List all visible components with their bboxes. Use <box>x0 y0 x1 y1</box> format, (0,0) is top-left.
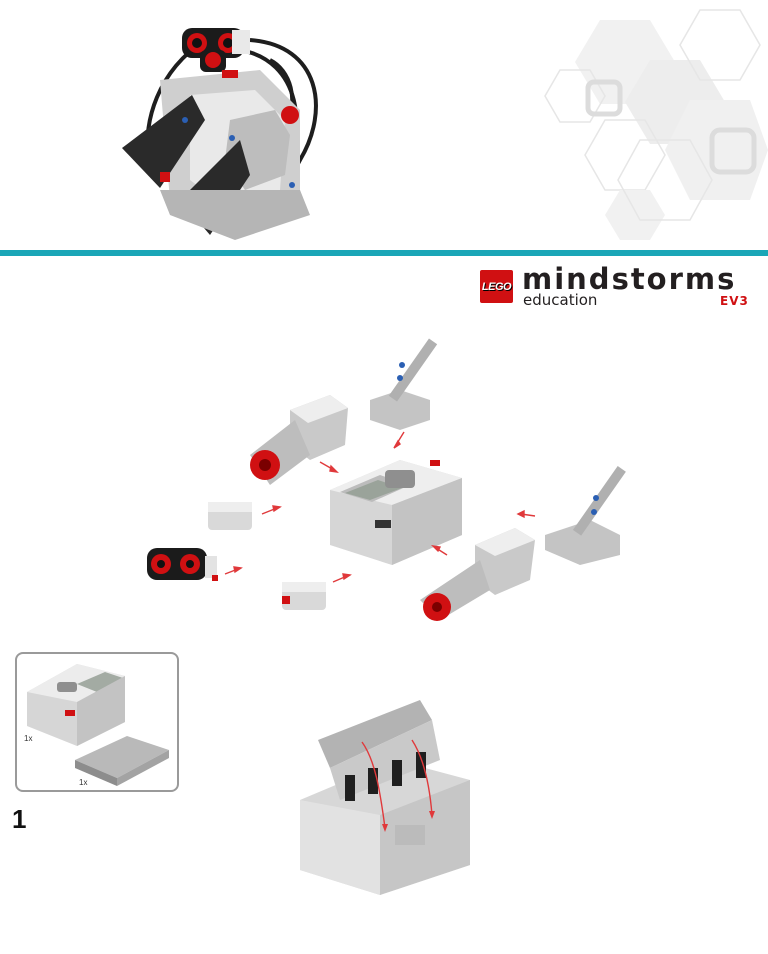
ultrasonic-sensor-part <box>147 548 218 581</box>
lego-logo: LEGO <box>480 270 513 303</box>
brand-name: mindstorms <box>522 262 737 296</box>
color-sensor-part <box>208 502 252 530</box>
lego-logo-text: LEGO <box>481 280 512 293</box>
large-motor-part-left <box>250 395 348 485</box>
step-number: 1 <box>12 804 27 834</box>
brand-version: EV3 <box>720 294 749 308</box>
brand-subtitle: education <box>523 291 598 309</box>
beam-frame-part-right <box>545 466 626 565</box>
mindstorms-education-logo: LEGO mindstorms education EV3 <box>480 264 755 312</box>
beam-frame-part-top <box>370 338 438 430</box>
large-motor-part-right <box>420 528 535 621</box>
header-divider <box>0 250 768 256</box>
touch-sensor-part <box>282 582 326 610</box>
inset-brick-illustration <box>27 664 169 786</box>
quantity-label-brick: 1x <box>24 734 33 743</box>
inset-panel: 1x 1x <box>15 652 179 792</box>
ev3-brick-part <box>330 460 462 565</box>
quantity-label-battery: 1x <box>79 778 88 787</box>
